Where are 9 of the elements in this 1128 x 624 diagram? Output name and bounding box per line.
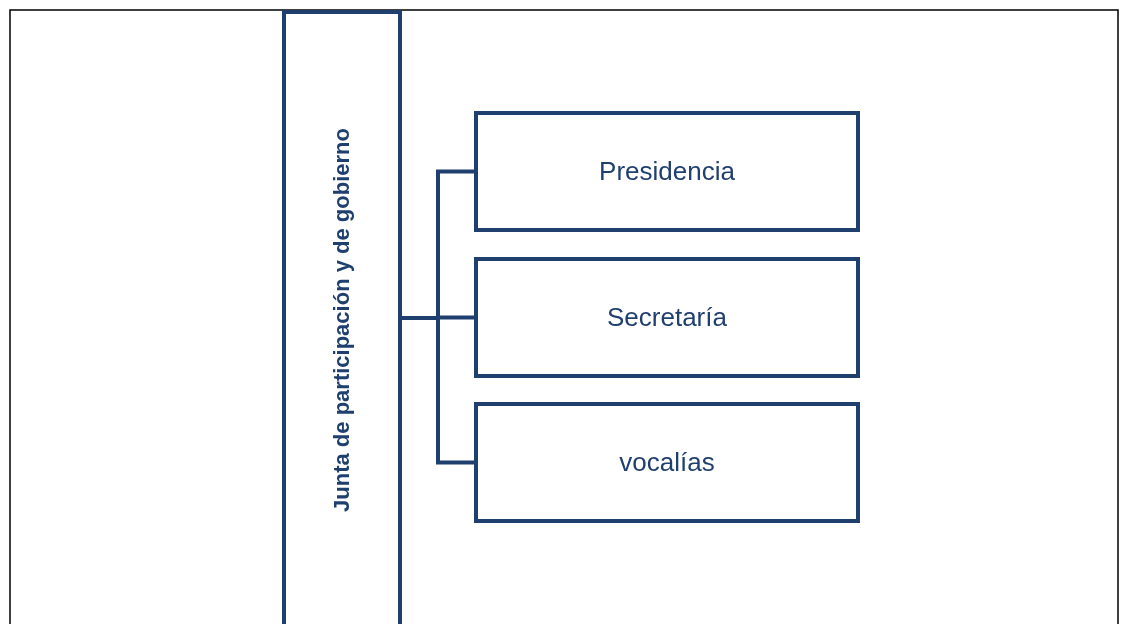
- role-box: [474, 257, 860, 378]
- vertical-title-box: [282, 10, 402, 624]
- group-title: Junta de participación y de gobierno: [329, 128, 355, 512]
- connector-line: [402, 316, 474, 465]
- role-label: Secretaría: [607, 302, 727, 333]
- role-box: [474, 111, 860, 232]
- role-label: vocalías: [619, 447, 715, 478]
- role-box: [474, 402, 860, 523]
- role-label: Presidencia: [599, 156, 735, 187]
